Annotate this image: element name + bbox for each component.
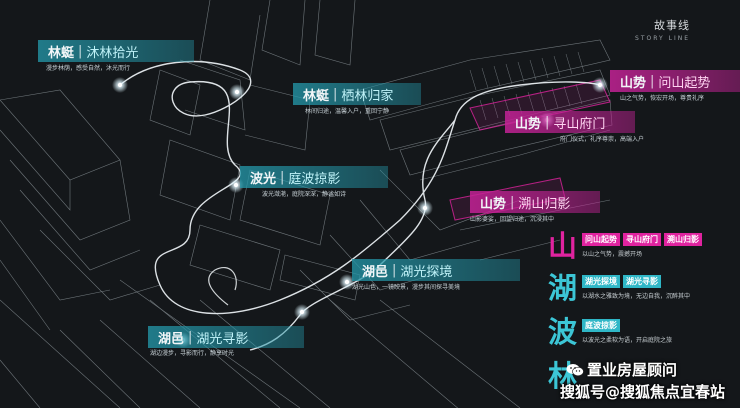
legend-chip: 寻山府门 (623, 233, 661, 246)
node-desc: 山之气势，恢宏开场，尊贵礼序 (620, 95, 705, 102)
node-tag-forest-2: 林蜓|栖林归家 (293, 83, 421, 105)
node-place: 山势 (620, 75, 647, 91)
legend-chip: 问山起势 (582, 233, 620, 246)
node-desc: 湖边漫步，寻影而行，静享时光 (150, 350, 235, 357)
node-place: 林蜓 (303, 88, 330, 104)
node-slogan: 问山起势 (658, 75, 711, 91)
node-place: 山势 (480, 196, 507, 212)
node-place: 波光 (250, 171, 277, 187)
legend-chip: 湖光寻影 (623, 275, 661, 288)
node-slogan: 湖光寻影 (196, 331, 249, 347)
legend-chip: 庭波掠影 (582, 319, 620, 332)
route-dot (229, 84, 245, 100)
node-desc: 林间归途，温馨入户，重回宁静 (305, 108, 390, 115)
legend-mountain: 山 问山起势 寻山府门 溯山归影 以山之气势，震撼开场 (548, 230, 702, 262)
route-dot (592, 77, 608, 93)
node-slogan: 庭波掠影 (288, 171, 341, 187)
legend-note: 以湖水之雅致为境，无边自我，沉醉其中 (582, 293, 691, 300)
building-linework (0, 0, 613, 408)
watermark-line1: 置业房屋顾问 (587, 361, 678, 379)
legend-chip: 湖光探境 (582, 275, 620, 288)
watermark-account: 置业房屋顾问 (566, 359, 677, 380)
node-desc: 波光潋滟，庭院深深，静谧如诗 (262, 191, 347, 198)
legend-char: 山 (548, 229, 578, 263)
node-place: 湖邑 (362, 264, 389, 280)
node-tag-forest-1: 林蜓|沐林拾光 (38, 40, 194, 62)
node-tag-mountain-1: 山势|问山起势 (610, 70, 740, 92)
node-slogan: 栖林归家 (341, 88, 394, 104)
legend-char: 湖 (548, 271, 578, 305)
header-title: 故事线 (654, 19, 690, 32)
legend-note: 以山之气势，震撼开场 (582, 251, 643, 258)
node-slogan: 湖光探境 (400, 264, 453, 280)
watermark-source: 搜狐号@搜狐焦点宜春站 (560, 383, 726, 401)
node-desc: 漫步林荫，感受自然，沐光而行 (46, 65, 131, 72)
story-line-header: 故事线 STORY LINE (635, 17, 690, 42)
node-slogan: 溯山归影 (518, 196, 571, 212)
legend-char: 波 (548, 315, 578, 349)
node-place: 湖邑 (158, 331, 185, 347)
legend-lake: 湖 湖光探境 湖光寻影 以湖水之雅致为境，无边自我，沉醉其中 (548, 272, 690, 304)
node-tag-ripple: 波光|庭波掠影 (240, 166, 388, 188)
node-desc: 湖光山色，一镜映景，漫步其间探寻美境 (352, 284, 461, 291)
node-place: 林蜓 (48, 45, 75, 61)
node-slogan: 寻山府门 (553, 116, 606, 132)
route-dot (294, 304, 310, 320)
legend-ripple: 波 庭波掠影 以波光之柔软为语，开启庭院之旅 (548, 316, 672, 348)
node-place: 山势 (515, 116, 542, 132)
legend-note: 以波光之柔软为语，开启庭院之旅 (582, 337, 673, 344)
node-tag-mountain-3: 山势|溯山归影 (470, 191, 600, 213)
node-slogan: 沐林拾光 (86, 45, 139, 61)
route-dot (339, 274, 355, 290)
node-tag-mountain-2: 山势|寻山府门 (505, 111, 635, 133)
node-tag-lake-1: 湖邑|湖光探境 (352, 259, 520, 281)
route-dot (417, 200, 433, 216)
header-subtitle: STORY LINE (635, 35, 690, 42)
wechat-icon (566, 363, 584, 377)
node-desc: 山影婆娑，回望归途，沉浸其中 (470, 216, 555, 223)
node-tag-lake-2: 湖邑|湖光寻影 (148, 326, 304, 348)
node-desc: 府门仪式，礼序尊崇，高端入户 (560, 136, 645, 143)
route-dot (112, 77, 128, 93)
legend-chip: 溯山归影 (664, 233, 702, 246)
